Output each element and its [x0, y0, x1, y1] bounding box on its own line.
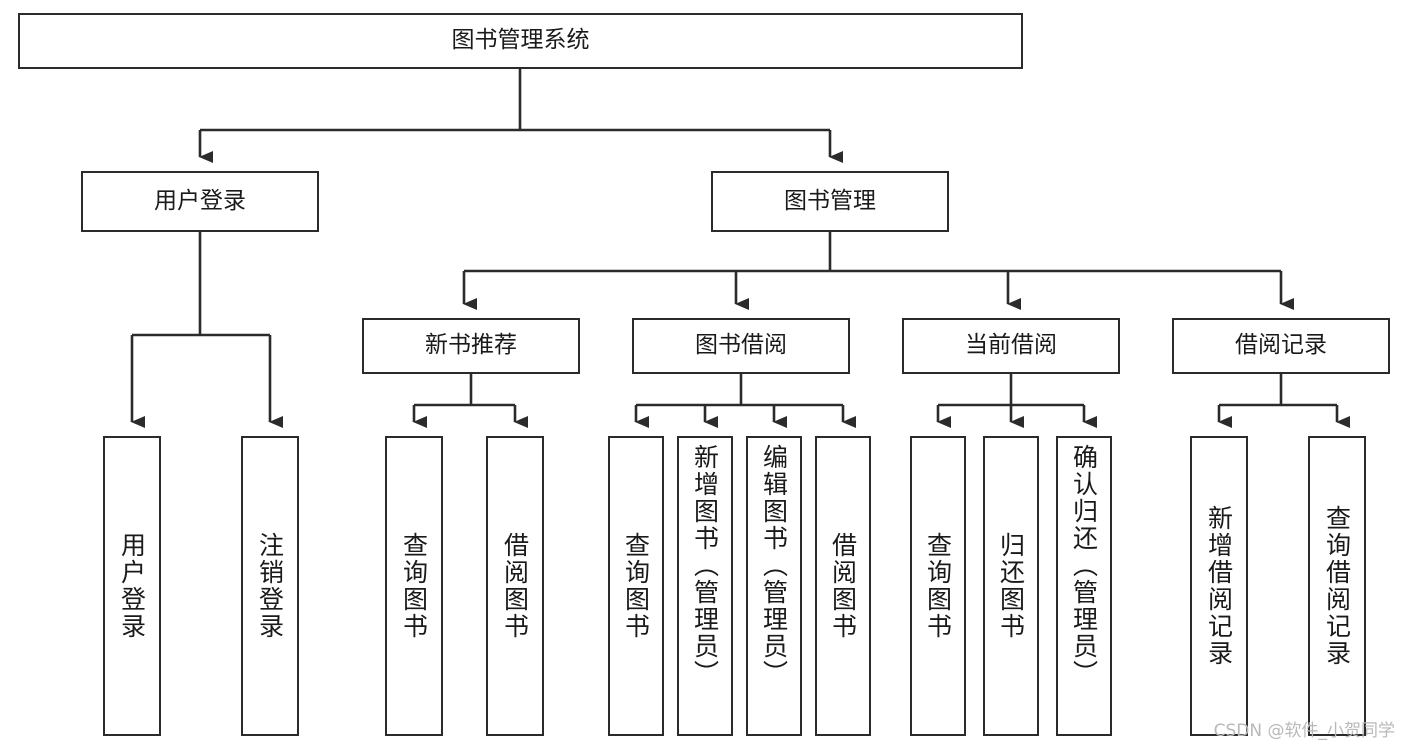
node-book-manage[interactable]: 图书管理 [711, 171, 949, 232]
node-leaf-query-book-1[interactable]: 查询图书 [385, 436, 443, 736]
node-leaf-user-login-label: 用户登录 [117, 532, 147, 640]
node-leaf-borrow-book-2-label: 借阅图书 [828, 532, 858, 640]
node-new-book-rec[interactable]: 新书推荐 [362, 318, 580, 374]
node-leaf-borrow-book-2[interactable]: 借阅图书 [815, 436, 871, 736]
node-user-login-label: 用户登录 [154, 187, 246, 214]
node-root[interactable]: 图书管理系统 [18, 13, 1023, 69]
node-leaf-query-book-3-label: 查询图书 [923, 532, 953, 640]
node-book-borrow[interactable]: 图书借阅 [632, 318, 850, 374]
node-leaf-add-book-label: 新增图书（管理员） [690, 444, 720, 687]
node-book-borrow-label: 图书借阅 [695, 332, 787, 359]
node-leaf-borrow-book-1[interactable]: 借阅图书 [486, 436, 544, 736]
node-leaf-query-book-3[interactable]: 查询图书 [910, 436, 966, 736]
node-leaf-add-book[interactable]: 新增图书（管理员） [677, 436, 733, 736]
node-current-borrow[interactable]: 当前借阅 [902, 318, 1120, 374]
node-leaf-query-record-label: 查询借阅记录 [1322, 505, 1352, 667]
node-new-book-rec-label: 新书推荐 [425, 332, 517, 359]
node-leaf-add-record[interactable]: 新增借阅记录 [1190, 436, 1248, 736]
node-leaf-confirm-return-label: 确认归还（管理员） [1069, 444, 1099, 687]
node-leaf-return-book-label: 归还图书 [996, 532, 1026, 640]
node-leaf-user-login[interactable]: 用户登录 [103, 436, 161, 736]
node-book-manage-label: 图书管理 [784, 187, 876, 214]
node-leaf-user-logout-label: 注销登录 [255, 532, 285, 640]
node-leaf-edit-book[interactable]: 编辑图书（管理员） [746, 436, 802, 736]
node-leaf-query-book-2[interactable]: 查询图书 [608, 436, 664, 736]
node-leaf-add-record-label: 新增借阅记录 [1204, 505, 1234, 667]
node-leaf-query-book-2-label: 查询图书 [621, 532, 651, 640]
node-user-login[interactable]: 用户登录 [81, 171, 319, 232]
node-leaf-user-logout[interactable]: 注销登录 [241, 436, 299, 736]
node-leaf-return-book[interactable]: 归还图书 [983, 436, 1039, 736]
node-leaf-query-book-1-label: 查询图书 [399, 532, 429, 640]
node-leaf-borrow-book-1-label: 借阅图书 [500, 532, 530, 640]
node-leaf-confirm-return[interactable]: 确认归还（管理员） [1056, 436, 1112, 736]
node-root-label: 图书管理系统 [451, 27, 590, 54]
watermark: CSDN @软件_小贺同学 [1213, 721, 1395, 741]
node-leaf-edit-book-label: 编辑图书（管理员） [759, 444, 789, 687]
node-leaf-query-record[interactable]: 查询借阅记录 [1308, 436, 1366, 736]
node-borrow-record[interactable]: 借阅记录 [1172, 318, 1390, 374]
node-borrow-record-label: 借阅记录 [1235, 332, 1327, 359]
node-current-borrow-label: 当前借阅 [965, 332, 1057, 359]
